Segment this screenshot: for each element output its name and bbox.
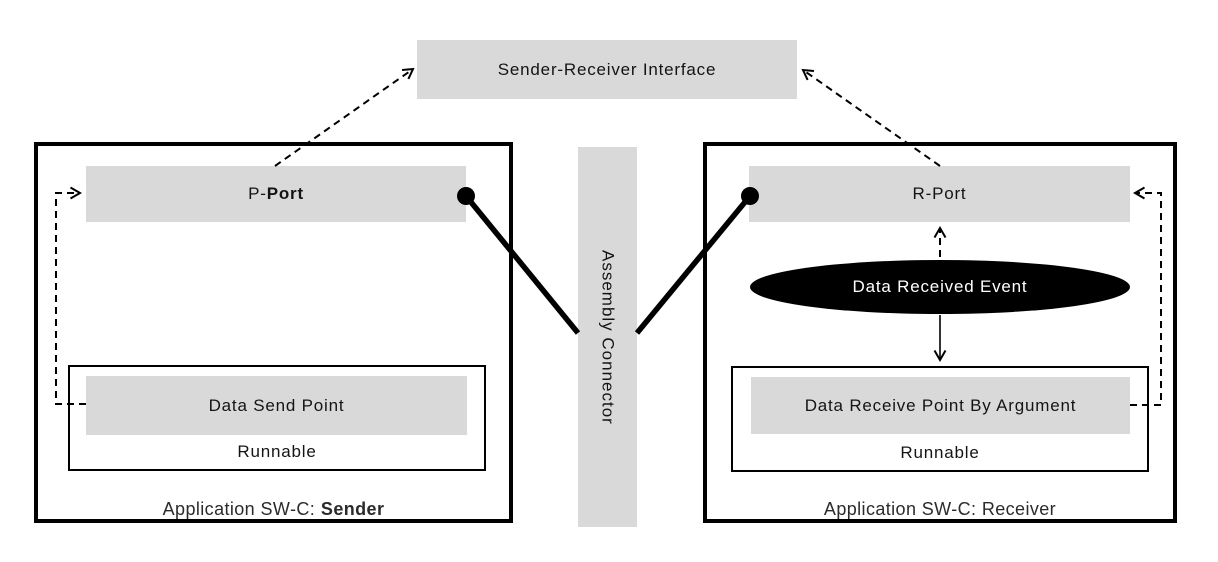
p-port-label-prefix: P- (248, 184, 267, 203)
sender-receiver-interface-box: Sender-Receiver Interface (417, 40, 797, 99)
data-received-event-label: Data Received Event (852, 277, 1028, 296)
sender-component-caption: Application SW-C:Sender (34, 499, 513, 520)
data-send-point-label: Data Send Point (208, 395, 345, 415)
p-port-label-name: Port (266, 184, 304, 203)
sender-caption-name: Sender (320, 499, 385, 519)
data-receive-point-label: Data Receive Point By Argument (804, 395, 1077, 415)
receiver-component-caption: Application SW-C: Receiver (823, 499, 1057, 519)
r-port-box: R-Port (749, 166, 1130, 222)
sender-caption-prefix: Application SW-C: (162, 499, 316, 519)
p-port-box: P-Port (86, 166, 466, 222)
assembly-connector-label: Assembly Connector (598, 249, 618, 425)
r-port-label: R-Port (912, 184, 967, 203)
data-receive-point-box: Data Receive Point By Argument (751, 377, 1130, 434)
data-send-point-box: Data Send Point (86, 376, 467, 435)
receiver-runnable-label: Runnable (900, 443, 980, 462)
data-received-event-ellipse: Data Received Event (750, 260, 1130, 314)
sender-receiver-interface-label: Sender-Receiver Interface (497, 59, 717, 79)
sender-runnable-label: Runnable (237, 442, 317, 461)
assembly-connector-bar: Assembly Connector (578, 147, 637, 527)
